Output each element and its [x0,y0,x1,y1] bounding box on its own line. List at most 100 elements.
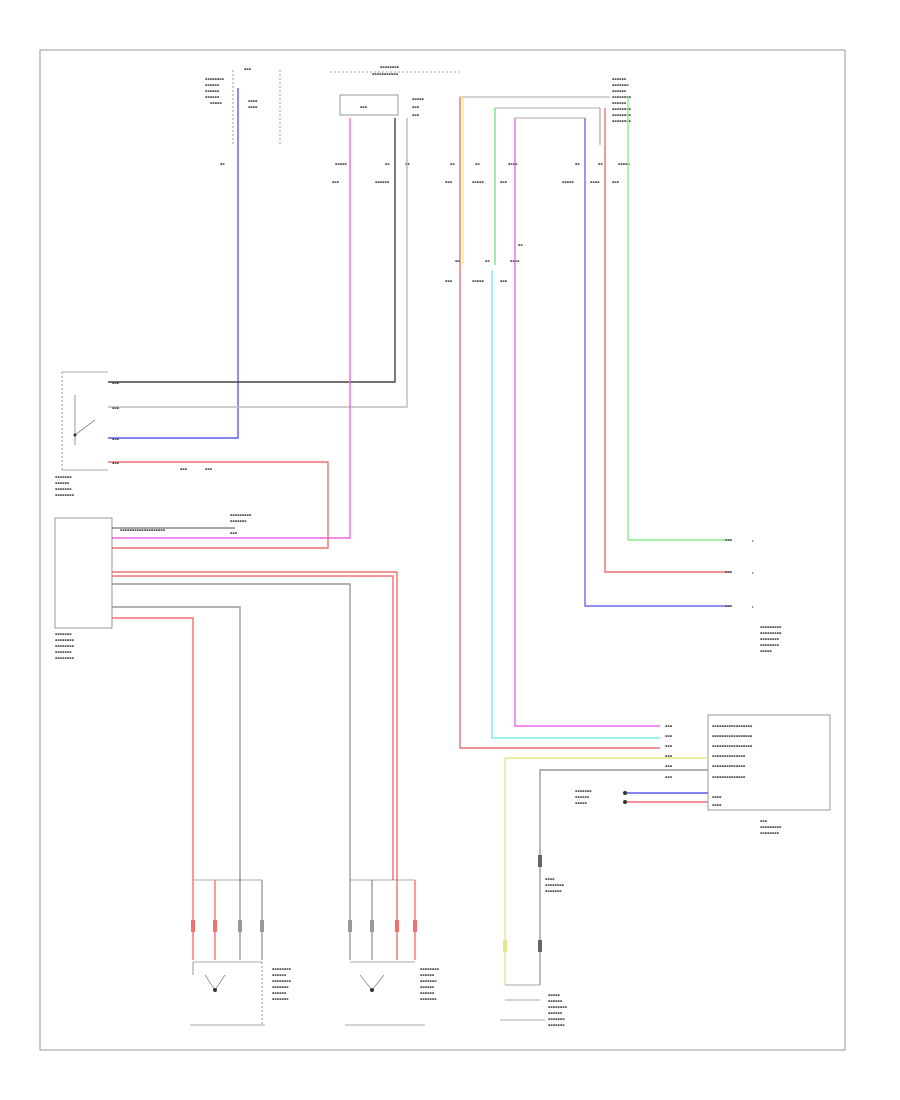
svg-text:▪▪▪▪▪▪▪▪: ▪▪▪▪▪▪▪▪ [420,967,440,971]
svg-text:▪▪: ▪▪ [475,162,480,166]
ipdm-block: ▪▪▪▪▪▪▪▪ ▪▪▪▪▪▪▪▪▪▪▪ ▪▪▪ ▪▪▪▪▪ ▪▪▪ ▪▪▪ [330,65,460,117]
diagram-frame [39,49,846,1051]
bottom-connector: ▪▪▪▪▪ ▪▪▪▪▪▪ ▪▪▪▪▪▪▪▪ ▪▪▪▪▪▪ ▪▪▪▪▪▪▪ ▪▪▪… [500,855,568,1027]
svg-text:▪▪▪▪▪▪: ▪▪▪▪▪▪ [272,991,287,995]
wire-grey-ctrl-1 [112,583,351,880]
wire-red-long [459,97,660,749]
svg-text:▪▪▪▪▪▪▪▪: ▪▪▪▪▪▪▪▪ [612,95,632,99]
wire-violet-ipdm [112,118,351,539]
svg-text:▪▪▪▪▪▪▪▪: ▪▪▪▪▪▪▪▪ [272,979,292,983]
svg-text:▪▪▪▪▪▪▪: ▪▪▪▪▪▪▪ [575,789,592,793]
svg-text:▪▪▪▪▪▪: ▪▪▪▪▪▪ [205,89,220,93]
svg-text:▪▪▪: ▪▪▪ [230,531,238,535]
svg-text:▪▪▪▪▪▪▪▪▪▪▪▪▪▪▪▪▪▪▪: ▪▪▪▪▪▪▪▪▪▪▪▪▪▪▪▪▪▪▪ [120,528,166,532]
svg-text:▪▪▪▪▪▪: ▪▪▪▪▪▪ [548,999,563,1003]
svg-text:▪▪▪: ▪▪▪ [500,279,508,283]
wire-red-ctrl-1 [112,571,398,880]
svg-text:▪▪▪▪▪: ▪▪▪▪▪ [472,180,484,184]
svg-text:▪▪▪▪▪▪▪: ▪▪▪▪▪▪▪ [548,1023,565,1027]
svg-text:▪▪▪: ▪▪▪ [412,105,420,109]
svg-text:▪▪▪▪▪▪▪▪: ▪▪▪▪▪▪▪▪ [760,643,780,647]
svg-text:▪▪▪: ▪▪▪ [445,279,453,283]
svg-text:▪▪▪▪▪▪▪▪: ▪▪▪▪▪▪▪▪ [205,77,225,81]
sensor-label-right: ▪▪▪▪▪▪▪▪▪ ▪▪▪▪▪▪▪▪▪ ▪▪▪▪▪▪▪▪ ▪▪▪▪▪▪▪▪ ▪▪… [760,625,782,653]
svg-text:▪▪▪▪: ▪▪▪▪ [545,877,555,881]
wire-blue-right [584,118,730,607]
svg-text:▪▪▪: ▪▪▪ [725,604,733,608]
svg-text:▪▪▪: ▪▪▪ [500,180,508,184]
svg-text:▪▪▪: ▪▪▪ [112,381,120,385]
svg-text:▪▪▪: ▪▪▪ [665,764,673,768]
svg-text:▪▪▪: ▪▪▪ [665,734,673,738]
svg-text:▪▪▪▪: ▪▪▪▪ [248,105,258,109]
svg-text:▪▪▪: ▪▪▪ [612,180,620,184]
wire-green-right [627,97,730,541]
svg-text:▪▪▪▪▪▪▪▪▪▪▪▪▪▪: ▪▪▪▪▪▪▪▪▪▪▪▪▪▪ [712,764,746,768]
svg-text:▪▪▪▪▪▪▪▪▪▪▪▪▪▪: ▪▪▪▪▪▪▪▪▪▪▪▪▪▪ [712,754,746,758]
svg-text:▪▪▪▪▪▪▪: ▪▪▪▪▪▪▪ [272,985,289,989]
wire-red-ctrl-2 [112,617,194,880]
svg-text:▪▪: ▪▪ [518,243,523,247]
svg-text:▪▪▪▪▪▪▪▪: ▪▪▪▪▪▪▪▪ [760,831,780,835]
wire-red-ctrl-1b [112,575,394,880]
wire-grey-ctrl-2 [112,606,241,880]
svg-text:▪▪▪▪: ▪▪▪▪ [712,803,722,807]
svg-text:▪▪: ▪▪ [455,259,460,263]
svg-text:▪▪▪▪▪▪▪▪▪: ▪▪▪▪▪▪▪▪▪ [760,631,782,635]
svg-text:▪▪▪: ▪▪▪ [760,819,768,823]
svg-text:▪▪▪▪▪▪▪: ▪▪▪▪▪▪▪ [230,519,247,523]
svg-text:▪▪▪▪▪▪▪▪▪▪▪▪▪▪▪▪▪: ▪▪▪▪▪▪▪▪▪▪▪▪▪▪▪▪▪ [712,734,753,738]
svg-text:▪▪▪▪▪▪: ▪▪▪▪▪▪ [612,77,627,81]
top-power-block: ▪▪▪ ▪▪▪▪▪▪▪▪ ▪▪▪▪▪▪ ▪▪▪▪▪▪ ▪▪▪▪▪▪ ▪▪▪▪▪ … [205,67,281,145]
svg-text:▪▪▪▪▪▪▪: ▪▪▪▪▪▪▪ [55,632,72,636]
svg-text:▪▪▪▪▪: ▪▪▪▪▪ [562,180,574,184]
svg-text:▪▪▪▪▪▪▪: ▪▪▪▪▪▪▪ [55,475,72,479]
svg-text:▪▪: ▪▪ [485,259,490,263]
svg-text:▪▪▪▪: ▪▪▪▪ [508,162,518,166]
svg-text:▪▪▪▪: ▪▪▪▪ [590,180,600,184]
svg-text:▪▪▪: ▪▪▪ [665,754,673,758]
svg-text:▪▪▪: ▪▪▪ [112,461,120,465]
svg-text:▪▪▪▪▪▪▪▪: ▪▪▪▪▪▪▪▪ [760,637,780,641]
wire-violet-long [514,118,660,727]
svg-text:▪▪▪▪▪: ▪▪▪▪▪ [472,279,484,283]
svg-text:▪▪▪▪▪▪▪▪: ▪▪▪▪▪▪▪▪ [55,644,75,648]
svg-text:▪▪▪▪▪: ▪▪▪▪▪ [335,162,347,166]
wire-grey-bottom [539,769,708,985]
svg-text:▪▪▪▪▪▪: ▪▪▪▪▪▪ [420,991,435,995]
svg-text:▸: ▸ [752,605,754,609]
svg-text:▪▪: ▪▪ [220,162,225,166]
svg-text:▪▪▪▪▪▪▪▪: ▪▪▪▪▪▪▪▪ [612,119,632,123]
svg-text:▪▪▪▪: ▪▪▪▪ [712,795,722,799]
svg-text:▪▪▪▪▪▪▪▪: ▪▪▪▪▪▪▪▪ [545,883,565,887]
svg-text:▪▪▪▪▪▪▪: ▪▪▪▪▪▪▪ [55,487,72,491]
svg-text:▪▪▪▪▪▪▪▪▪▪▪▪▪▪▪▪▪: ▪▪▪▪▪▪▪▪▪▪▪▪▪▪▪▪▪ [712,724,753,728]
svg-text:▪▪▪: ▪▪▪ [112,437,120,441]
svg-text:▪▪▪▪▪▪▪: ▪▪▪▪▪▪▪ [420,997,437,1001]
wire-yellow-bottom [504,757,708,985]
wire-red-switch [108,461,329,549]
switch-block: ▪▪▪▪▪▪▪ ▪▪▪▪▪▪ ▪▪▪▪▪▪▪ ▪▪▪▪▪▪▪▪ ▪▪▪ ▪▪▪ … [55,371,213,497]
wheel-sensor-right: ▪▪▪▪▪▪▪▪ ▪▪▪▪▪▪ ▪▪▪▪▪▪▪ ▪▪▪▪▪▪ ▪▪▪▪▪▪ ▪▪… [345,879,440,1026]
svg-text:▪▪▪: ▪▪▪ [665,724,673,728]
wire-grey-top [108,118,408,408]
svg-text:▪▪▪: ▪▪▪ [332,180,340,184]
svg-text:▪▪▪: ▪▪▪ [360,105,368,109]
svg-text:▪▪▪: ▪▪▪ [665,775,673,779]
wire-blue-top [108,88,239,439]
svg-text:▪▪▪▪▪▪▪▪: ▪▪▪▪▪▪▪▪ [55,638,75,642]
svg-text:▪▪▪▪▪▪▪: ▪▪▪▪▪▪▪ [55,650,72,654]
svg-text:▪▪▪▪▪▪▪: ▪▪▪▪▪▪▪ [548,1017,565,1021]
svg-text:▪▪▪▪▪: ▪▪▪▪▪ [575,801,587,805]
wire-black-top [108,118,396,383]
svg-text:▸: ▸ [752,571,754,575]
svg-text:▪▪▪▪▪▪▪: ▪▪▪▪▪▪▪ [272,997,289,1001]
svg-text:▪▪▪▪▪: ▪▪▪▪▪ [210,101,222,105]
wire-red-right [604,108,730,573]
svg-text:▪▪▪: ▪▪▪ [244,67,252,71]
svg-text:▪▪▪▪▪▪: ▪▪▪▪▪▪ [272,973,287,977]
svg-text:▪▪▪▪▪▪▪▪▪▪▪: ▪▪▪▪▪▪▪▪▪▪▪ [372,72,399,76]
svg-text:▪▪▪▪▪▪▪▪: ▪▪▪▪▪▪▪▪ [272,967,292,971]
svg-text:▪▪▪▪▪▪: ▪▪▪▪▪▪ [420,973,435,977]
